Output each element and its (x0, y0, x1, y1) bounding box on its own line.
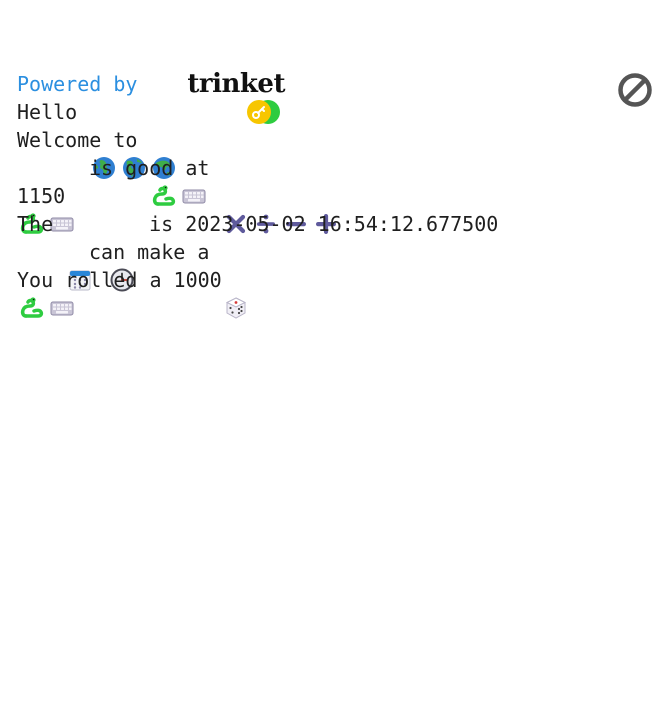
keyboard-icon (50, 240, 74, 316)
minus-icon (284, 156, 308, 227)
snake-icon (152, 128, 176, 206)
snake-icon (20, 240, 44, 318)
globe-asia-icon (152, 100, 176, 179)
trinket-logo[interactable]: trinket (149, 69, 285, 124)
calendar-icon (68, 212, 92, 291)
keyboard-icon (182, 128, 206, 204)
globe-americas-icon (122, 100, 146, 179)
clock-icon (110, 212, 134, 292)
console-line: Welcome to (17, 126, 607, 206)
console-text: The (17, 212, 54, 236)
console-output: Powered by trinket Hello (17, 69, 607, 319)
console-text: You rolled a 1000 (17, 268, 222, 292)
console-line: can make a (17, 238, 607, 319)
die-icon (224, 240, 248, 319)
console-line: is good at (17, 154, 607, 234)
stop-button[interactable] (617, 72, 653, 108)
timestamp-text: 2023-05-02 16:54:12.677500 (185, 212, 499, 236)
console-text: can make a (89, 240, 210, 264)
console-text: 1150 (17, 184, 66, 208)
console-text: is (149, 212, 174, 236)
multiply-icon (224, 156, 248, 234)
powered-by-link[interactable]: Powered by (17, 72, 138, 96)
console-text: is good at (89, 156, 210, 180)
console-line: Hello (17, 98, 607, 179)
trinket-logo-text: trinket (187, 69, 285, 99)
snake-icon (20, 156, 44, 234)
console-text: Hello (17, 100, 78, 124)
console-text: Welcome to (17, 128, 138, 152)
console-line: You rolled a 1000 (17, 266, 607, 294)
globe-africa-icon (92, 100, 116, 179)
keyboard-icon (50, 156, 74, 232)
console-line: 1150 (17, 182, 607, 210)
plus-icon (314, 156, 338, 234)
stop-icon (617, 72, 653, 108)
powered-by-line: Powered by trinket (17, 69, 607, 124)
divide-icon (254, 156, 278, 234)
console-line: The is 2023-05-02 16:54:12.677500 (17, 210, 607, 292)
trinket-logo-icon (149, 71, 280, 124)
